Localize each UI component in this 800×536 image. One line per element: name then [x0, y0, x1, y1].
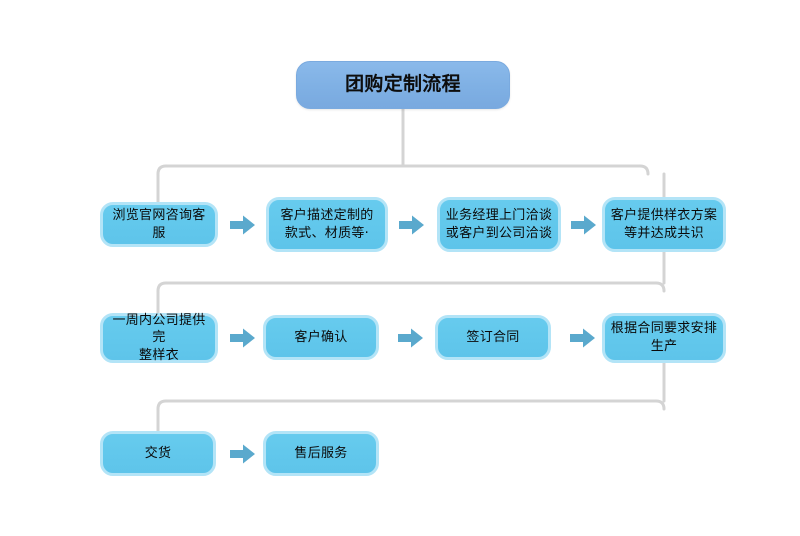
- flowchart-title-label: 团购定制流程: [345, 73, 461, 96]
- connector-corner: [156, 281, 168, 293]
- flowchart-step-label: 浏览官网咨询客服: [112, 207, 206, 241]
- connector-corner: [654, 281, 666, 293]
- flow-arrow-icon: [398, 327, 424, 349]
- flowchart-step-label: 客户描述定制的 款式、材质等·: [280, 207, 374, 241]
- connector-title-to-row-1: [156, 107, 666, 204]
- flow-arrow-icon: [230, 443, 256, 465]
- flowchart-step-node: 客户提供样衣方案 等并达成共识: [602, 197, 726, 252]
- flow-arrow-icon: [570, 327, 596, 349]
- flowchart-step-label: 客户提供样衣方案 等并达成共识: [610, 207, 718, 241]
- flowchart-step-node: 客户确认: [263, 315, 379, 360]
- flowchart-step-label: 交货: [144, 445, 172, 461]
- flowchart-step-label: 签订合同: [466, 329, 520, 345]
- flowchart-step-label: 一周内公司提供完 整样衣: [112, 312, 206, 363]
- flow-arrow-icon: [230, 327, 256, 349]
- flowchart-step-label: 售后服务: [294, 445, 348, 461]
- flowchart-step-node: 交货: [100, 431, 216, 476]
- flow-arrow-icon: [571, 214, 597, 236]
- flow-arrow-icon: [230, 214, 256, 236]
- flowchart-title-node: 团购定制流程: [296, 61, 510, 109]
- flowchart-step-node: 浏览官网咨询客服: [100, 202, 218, 247]
- flowchart-step-label: 业务经理上门洽谈 或客户到公司洽谈: [445, 207, 553, 241]
- connector-corner: [654, 399, 666, 411]
- connector-corner: [156, 164, 168, 176]
- connector-row-1-to-row-2: [156, 250, 666, 315]
- flowchart-step-node: 客户描述定制的 款式、材质等·: [266, 197, 388, 252]
- flowchart-step-label: 根据合同要求安排 生产: [610, 321, 718, 354]
- flowchart-step-label: 客户确认: [294, 329, 348, 345]
- flowchart-step-node: 根据合同要求安排 生产: [602, 313, 726, 363]
- flowchart-step-node: 签订合同: [435, 315, 551, 360]
- flowchart-step-node: 一周内公司提供完 整样衣: [100, 313, 218, 363]
- connector-corner: [638, 164, 650, 176]
- connector-row-2-to-row-3: [156, 361, 666, 433]
- flowchart-step-node: 售后服务: [263, 431, 379, 476]
- flow-arrow-icon: [399, 214, 425, 236]
- connector-corner: [156, 399, 168, 411]
- flowchart-step-node: 业务经理上门洽谈 或客户到公司洽谈: [437, 197, 561, 252]
